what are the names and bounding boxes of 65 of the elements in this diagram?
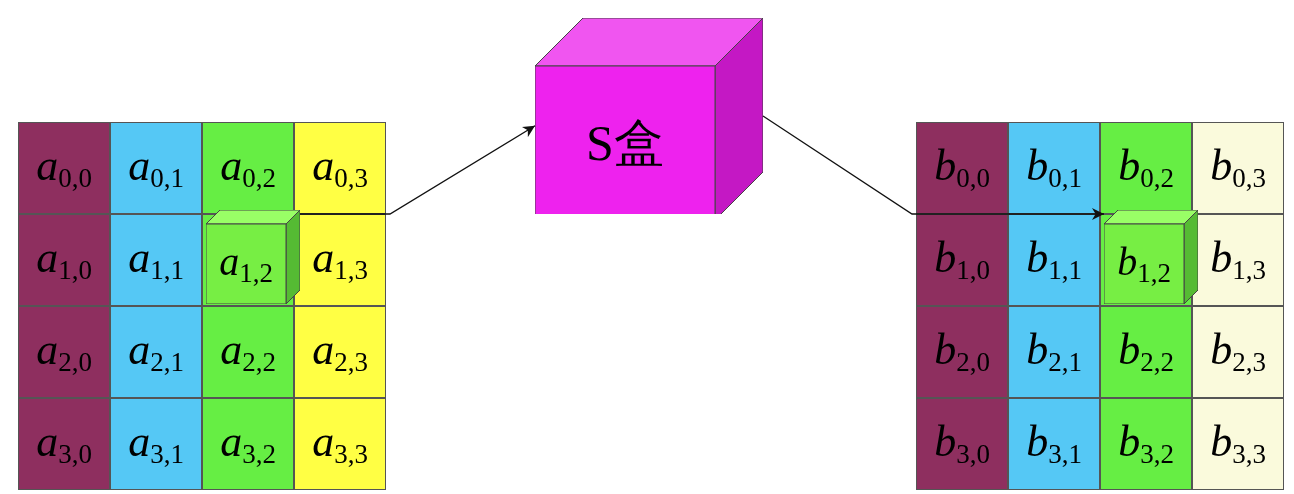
cell-label: b$_{2,1}$	[1026, 328, 1082, 376]
grid-cell	[916, 306, 1008, 398]
cell-label: a$_{2,3}$	[312, 328, 368, 376]
grid-cell	[1008, 398, 1100, 490]
cell-label: b$_{2,0}$	[934, 328, 990, 376]
cell-label: a$_{0,2}$	[220, 144, 276, 192]
grid-cell	[1008, 306, 1100, 398]
cell-label: b$_{3,2}$	[1118, 420, 1174, 468]
grid-cell	[294, 122, 386, 214]
grid-cell	[18, 306, 110, 398]
grid-cell	[110, 306, 202, 398]
grid-cell	[916, 122, 1008, 214]
box-label: S盒	[586, 118, 664, 168]
cell-label: a$_{2,1}$	[128, 328, 184, 376]
grid-cell	[18, 122, 110, 214]
grid-cell	[1008, 122, 1100, 214]
cell-label: a$_{1,3}$	[312, 236, 368, 284]
grid-cell	[202, 398, 294, 490]
cell-label: a$_{1,1}$	[128, 236, 184, 284]
cell-label: a$_{0,1}$	[128, 144, 184, 192]
cell-label: b$_{1,1}$	[1026, 236, 1082, 284]
cell-label: b$_{0,3}$	[1210, 144, 1266, 192]
grid-cell	[916, 214, 1008, 306]
grid-cell	[1192, 122, 1284, 214]
grid-cell	[18, 214, 110, 306]
cell-label: a$_{3,1}$	[128, 420, 184, 468]
grid-cell	[294, 214, 386, 306]
grid-cell	[202, 306, 294, 398]
cell-label: b$_{3,3}$	[1210, 420, 1266, 468]
cell-label: a$_{1,2}$	[219, 241, 273, 287]
cell-label: b$_{1,3}$	[1210, 236, 1266, 284]
grid-cell	[916, 398, 1008, 490]
cell-label: a$_{1,0}$	[36, 236, 92, 284]
grid-cell	[1192, 306, 1284, 398]
grid-cell	[294, 398, 386, 490]
grid-cell	[202, 122, 294, 214]
arrow	[762, 115, 1105, 220]
arrow	[299, 125, 536, 215]
cell-label: b$_{3,0}$	[934, 420, 990, 468]
grid-cell	[1100, 398, 1192, 490]
grid-cell	[294, 306, 386, 398]
cell-label: b$_{3,1}$	[1026, 420, 1082, 468]
grid-cell	[1100, 122, 1192, 214]
grid-cell	[110, 122, 202, 214]
cell-label: a$_{3,0}$	[36, 420, 92, 468]
cell-label: a$_{3,3}$	[312, 420, 368, 468]
cell-label: b$_{0,1}$	[1026, 144, 1082, 192]
grid-cell	[1192, 398, 1284, 490]
cell-label: b$_{1,2}$	[1117, 241, 1171, 287]
cell-label: a$_{2,0}$	[36, 328, 92, 376]
cell-label: b$_{0,2}$	[1118, 144, 1174, 192]
cell-label: a$_{2,2}$	[220, 328, 276, 376]
grid-cell	[110, 398, 202, 490]
cell-label: b$_{2,3}$	[1210, 328, 1266, 376]
cell-label: a$_{0,0}$	[36, 144, 92, 192]
cell-label: b$_{2,2}$	[1118, 328, 1174, 376]
cell-label: b$_{0,0}$	[934, 144, 990, 192]
cell-label: a$_{3,2}$	[220, 420, 276, 468]
grid-cell	[1100, 306, 1192, 398]
cell-label: a$_{0,3}$	[312, 144, 368, 192]
cell-label: b$_{1,0}$	[934, 236, 990, 284]
grid-cell	[18, 398, 110, 490]
grid-cell	[1192, 214, 1284, 306]
grid-cell	[1008, 214, 1100, 306]
grid-cell	[110, 214, 202, 306]
